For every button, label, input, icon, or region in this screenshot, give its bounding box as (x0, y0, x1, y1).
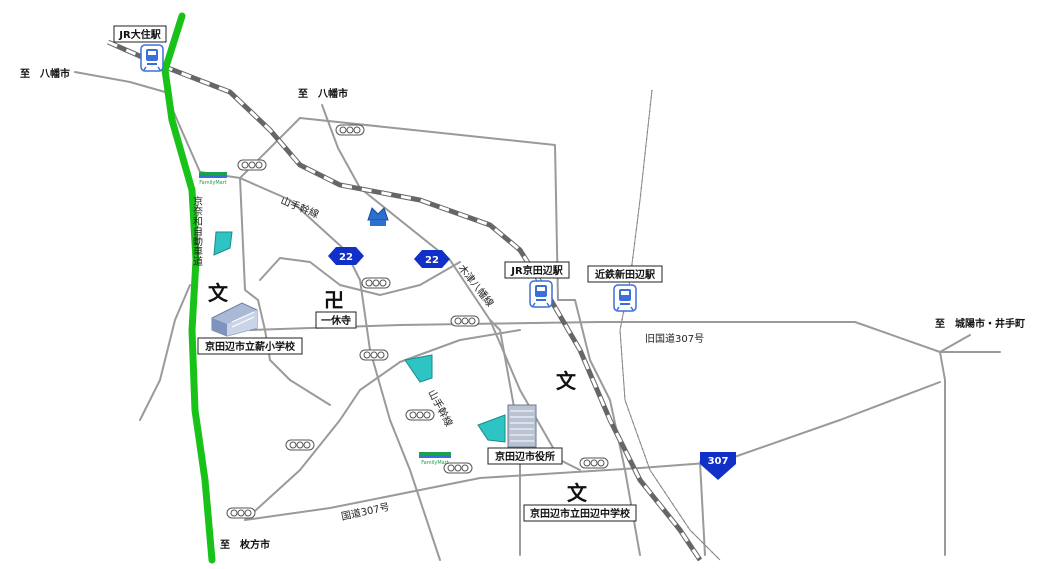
traffic-signal-icon (359, 349, 389, 361)
place-label-ikkyuji: 一休寺 (315, 311, 357, 329)
kintetsu-rail-line (619, 89, 721, 561)
familymart-icon: FamilyMart (199, 172, 227, 186)
road-west-local (239, 177, 331, 406)
direction-yawata-west: 至 八幡市 (20, 67, 70, 80)
road-far-west (139, 284, 191, 421)
road-east-vertical (574, 299, 641, 556)
road-label-expressway: 京奈和自動車道 (191, 195, 203, 266)
route-22-shield-b: 22 (414, 250, 450, 268)
svg-text:京田辺市立薪小学校: 京田辺市立薪小学校 (205, 340, 296, 353)
place-label-tanabe-junior-high: 京田辺市立田辺中学校 (523, 504, 637, 522)
pond-center (404, 354, 433, 383)
road-southwest (244, 329, 521, 521)
traffic-signal-icon (226, 507, 256, 519)
traffic-signal-icon (405, 409, 435, 421)
svg-text:京田辺市立田辺中学校: 京田辺市立田辺中学校 (530, 507, 631, 520)
route-number: 22 (339, 252, 353, 263)
place-label-shin-elementary: 京田辺市立薪小学校 (197, 337, 303, 355)
svg-text:JR大住駅: JR大住駅 (118, 28, 161, 41)
police-box-icon (367, 207, 389, 226)
svg-text:FamilyMart: FamilyMart (199, 180, 227, 186)
road-old-307 (249, 321, 1001, 353)
road-far-east (699, 461, 706, 556)
school-symbol: 文 (567, 481, 588, 505)
road-label-old-307: 旧国道307号 (645, 332, 704, 345)
traffic-signal-icon (237, 159, 267, 171)
road-route-307 (244, 381, 941, 521)
station-label-jr-kyotanabe: JR京田辺駅 (504, 261, 570, 279)
pond-west (213, 231, 233, 256)
direction-hirakata: 至 枚方市 (220, 538, 270, 551)
road-label-route-307: 国道307号 (340, 500, 391, 523)
svg-text:FamilyMart: FamilyMart (421, 460, 449, 466)
road-station-link (489, 319, 521, 556)
route-22-shield-a: 22 (328, 247, 364, 265)
school-symbol: 文 (556, 369, 577, 393)
traffic-signal-icon (579, 457, 609, 469)
train-icon (613, 284, 637, 312)
road-joyo-south (939, 351, 946, 556)
traffic-signals (226, 124, 609, 519)
train-icon (529, 280, 553, 308)
city-hall-building-icon (507, 404, 537, 448)
direction-yawata-north: 至 八幡市 (298, 87, 348, 100)
expressway-line (161, 12, 216, 564)
direction-joyo-ide: 至 城陽市・井手町 (935, 317, 1025, 330)
road-joyo (939, 334, 971, 353)
school-symbol: 文 (208, 281, 229, 305)
traffic-signal-icon (443, 462, 473, 474)
route-number: 307 (708, 456, 729, 467)
train-icon (140, 44, 164, 72)
familymart-icon: FamilyMart (419, 452, 451, 466)
road-network (74, 71, 1001, 561)
pond-cityhall (477, 414, 506, 443)
temple-symbol: 卍 (324, 288, 344, 312)
route-number: 22 (425, 255, 439, 266)
road-label-yamate-2: 山手幹線 (425, 387, 455, 428)
jr-rail-line (106, 39, 703, 562)
traffic-signal-icon (335, 124, 365, 136)
station-label-kintetsu-shintanabe: 近鉄新田辺駅 (587, 265, 663, 283)
svg-text:一休寺: 一休寺 (321, 314, 351, 327)
svg-text:JR京田辺駅: JR京田辺駅 (510, 264, 563, 277)
place-label-city-hall: 京田辺市役所 (487, 447, 563, 465)
traffic-signal-icon (285, 439, 315, 451)
svg-text:近鉄新田辺駅: 近鉄新田辺駅 (595, 268, 656, 281)
route-307-shield: 307 (700, 452, 736, 480)
svg-text:京田辺市役所: 京田辺市役所 (495, 450, 555, 463)
traffic-signal-icon (361, 277, 391, 289)
road-ikkyuji-curve (259, 257, 461, 296)
road-label-kizu-yawata: 木津八幡線 (456, 262, 497, 309)
station-label-jr-osumi: JR大住駅 (113, 25, 167, 43)
school-building-icon (211, 302, 258, 337)
traffic-signal-icon (450, 315, 480, 327)
road-label-yamate-1: 山手幹線 (279, 194, 321, 221)
road-yamate-north (239, 177, 441, 561)
